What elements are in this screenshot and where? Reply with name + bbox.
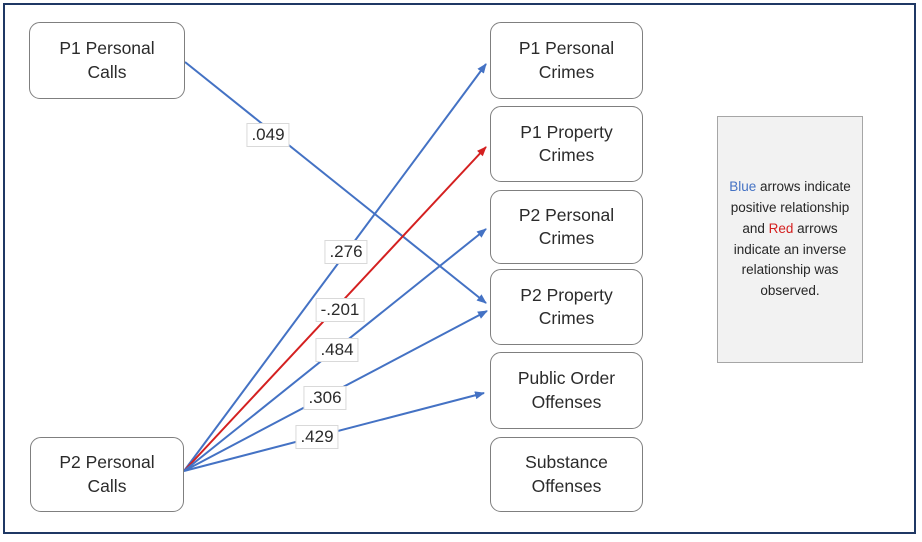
node-substance-offenses: Substance Offenses [490, 437, 643, 512]
node-public-order-offenses: Public Order Offenses [490, 352, 643, 429]
edge-weight-label: .429 [295, 425, 339, 449]
node-p1-personal-calls: P1 Personal Calls [29, 22, 185, 99]
node-p2-property-crimes: P2 Property Crimes [490, 269, 643, 345]
edge-weight-label: .049 [246, 123, 290, 147]
legend-blue-word: Blue [729, 178, 757, 194]
legend-box: Blue arrows indicate positive relationsh… [717, 116, 863, 363]
node-p2-personal-crimes: P2 Personal Crimes [490, 190, 643, 264]
legend-red-word: Red [768, 220, 794, 236]
legend-text: Blue arrows indicate positive relationsh… [724, 177, 856, 303]
legend-segment: arrows indicate positive relationship an… [730, 178, 851, 236]
edge-weight-label: -.201 [315, 298, 365, 322]
edge-weight-label: .306 [303, 386, 347, 410]
edge-p2calls-p1personal [183, 63, 487, 472]
node-p1-personal-crimes: P1 Personal Crimes [490, 22, 643, 99]
edge-weight-label: .276 [324, 240, 368, 264]
node-p2-personal-calls: P2 Personal Calls [30, 437, 184, 512]
edge-weight-label: .484 [315, 338, 359, 362]
node-p1-property-crimes: P1 Property Crimes [490, 106, 643, 182]
legend-segment: arrows indicate an inverse relationship … [733, 220, 847, 299]
edge-p1calls-p2property [184, 61, 487, 304]
